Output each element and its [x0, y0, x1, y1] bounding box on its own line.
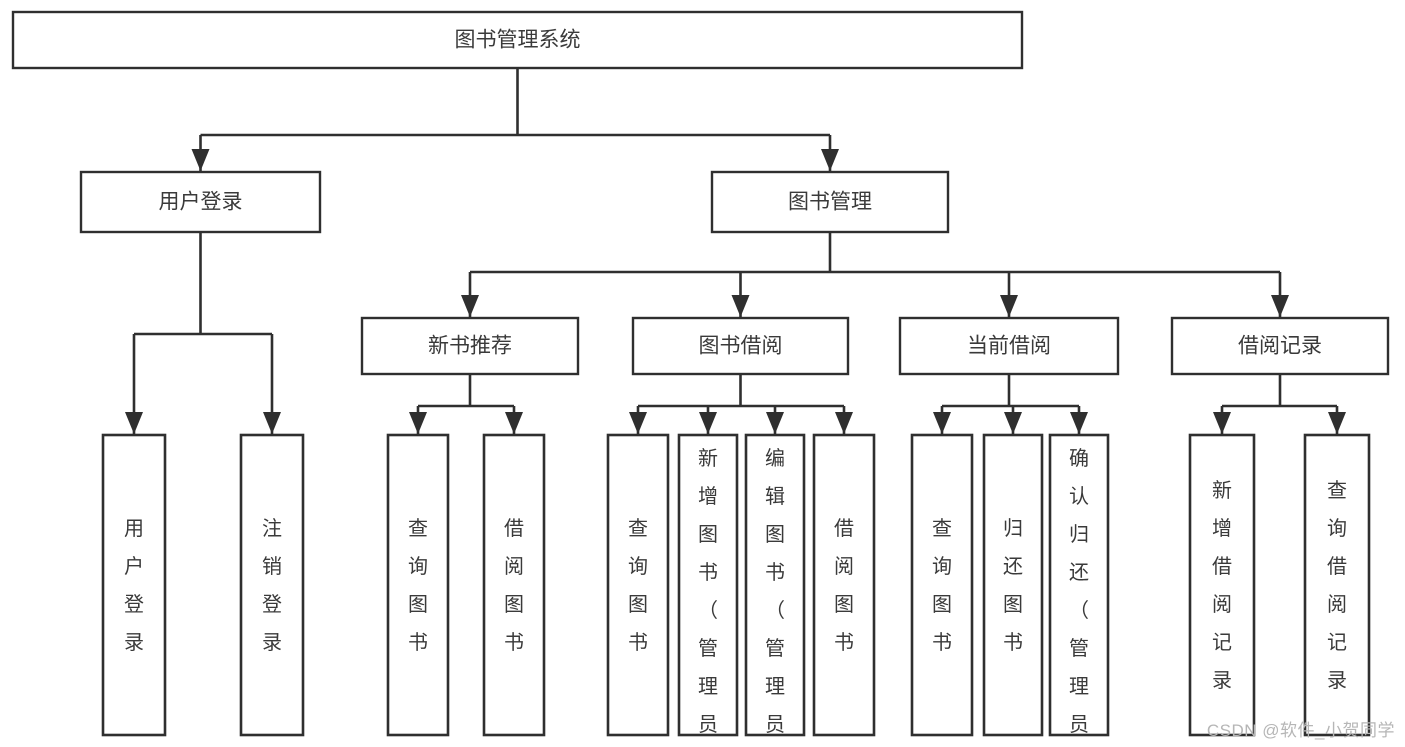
arrow-head-icon	[191, 149, 210, 171]
arrow-head-icon	[821, 149, 839, 171]
arrow-head-icon	[766, 412, 784, 434]
arrow-head-icon	[1271, 295, 1289, 317]
node-leaf-4[interactable]: 查询图书	[606, 433, 670, 737]
arrow-head-icon	[1328, 412, 1346, 434]
node-label: 归还图书	[1003, 517, 1023, 654]
arrow-head-icon	[125, 412, 143, 434]
node-leaf-0[interactable]: 用户登录	[101, 433, 167, 737]
node-label: 用户登录	[124, 518, 144, 654]
node-label: 新书推荐	[428, 335, 512, 358]
arrow-head-icon	[1000, 295, 1018, 317]
node-label: 图书管理	[788, 191, 872, 214]
arrow-head-icon	[835, 412, 853, 434]
node-leaf-3[interactable]: 借阅图书	[482, 433, 546, 737]
node-label: 新增图书（管理员）	[698, 447, 718, 747]
node-label: 借阅记录	[1238, 335, 1322, 358]
node-box[interactable]	[812, 433, 876, 737]
node-box[interactable]	[79, 170, 322, 234]
node-level3-3[interactable]: 借阅记录	[1170, 316, 1390, 376]
node-leaf-1[interactable]: 注销登录	[239, 433, 305, 737]
node-box[interactable]	[606, 433, 670, 737]
connector-layer	[125, 68, 1346, 434]
node-box[interactable]	[1303, 433, 1371, 737]
node-label: 编辑图书（管理员）	[765, 447, 785, 747]
node-level3-0[interactable]: 新书推荐	[360, 316, 580, 376]
node-label: 查询图书	[628, 517, 648, 654]
node-box[interactable]	[1188, 433, 1256, 737]
node-label: 用户登录	[159, 191, 243, 214]
node-leaf-5[interactable]: 新增图书（管理员）	[677, 433, 739, 747]
node-leaf-7[interactable]: 借阅图书	[812, 433, 876, 737]
arrow-head-icon	[409, 412, 427, 434]
node-box[interactable]	[1170, 316, 1390, 376]
node-box[interactable]	[101, 433, 167, 737]
arrow-head-icon	[1070, 412, 1088, 434]
node-label: 查询图书	[932, 517, 952, 654]
node-box[interactable]	[631, 316, 850, 376]
node-root-0[interactable]: 图书管理系统	[11, 10, 1024, 70]
node-box[interactable]	[677, 433, 739, 737]
node-box[interactable]	[482, 433, 546, 737]
node-level2-0[interactable]: 用户登录	[79, 170, 322, 234]
node-leaf-10[interactable]: 确认归还（管理员）	[1048, 433, 1110, 747]
node-label: 图书借阅	[699, 335, 783, 358]
arrow-head-icon	[263, 412, 281, 434]
node-leaf-8[interactable]: 查询图书	[910, 433, 974, 737]
node-level3-1[interactable]: 图书借阅	[631, 316, 850, 376]
node-layer: 图书管理系统用户登录图书管理新书推荐图书借阅当前借阅借阅记录用户登录注销登录查询…	[11, 10, 1390, 747]
node-box[interactable]	[710, 170, 950, 234]
node-box[interactable]	[910, 433, 974, 737]
node-leaf-12[interactable]: 查询借阅记录	[1303, 433, 1371, 737]
arrow-head-icon	[699, 412, 717, 434]
node-label: 图书管理系统	[455, 29, 581, 52]
arrow-head-icon	[1213, 412, 1231, 434]
node-label: 新增借阅记录	[1212, 479, 1232, 692]
arrow-head-icon	[1004, 412, 1022, 434]
node-box[interactable]	[11, 10, 1024, 70]
node-leaf-6[interactable]: 编辑图书（管理员）	[744, 433, 806, 747]
arrow-head-icon	[505, 412, 523, 434]
node-box[interactable]	[239, 433, 305, 737]
node-box[interactable]	[898, 316, 1120, 376]
node-label: 借阅图书	[834, 517, 854, 654]
node-box[interactable]	[360, 316, 580, 376]
arrow-head-icon	[461, 295, 479, 317]
node-level3-2[interactable]: 当前借阅	[898, 316, 1120, 376]
node-leaf-2[interactable]: 查询图书	[386, 433, 450, 737]
arrow-head-icon	[731, 295, 750, 317]
node-level2-1[interactable]: 图书管理	[710, 170, 950, 234]
node-box[interactable]	[1048, 433, 1110, 737]
node-label: 确认归还（管理员）	[1069, 447, 1089, 747]
node-label: 借阅图书	[504, 517, 524, 654]
node-leaf-9[interactable]: 归还图书	[982, 433, 1044, 737]
arrow-head-icon	[933, 412, 951, 434]
node-box[interactable]	[386, 433, 450, 737]
node-label: 当前借阅	[967, 335, 1051, 358]
node-label: 注销登录	[262, 517, 282, 654]
node-box[interactable]	[982, 433, 1044, 737]
node-label: 查询图书	[408, 517, 428, 654]
node-leaf-11[interactable]: 新增借阅记录	[1188, 433, 1256, 737]
arrow-head-icon	[629, 412, 647, 434]
node-label: 查询借阅记录	[1327, 479, 1347, 692]
node-box[interactable]	[744, 433, 806, 737]
